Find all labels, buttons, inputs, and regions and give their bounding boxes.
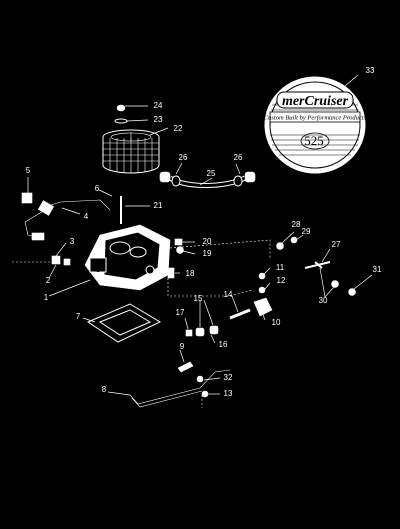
throttle-linkage (129, 361, 231, 408)
vent-hose (159, 171, 256, 188)
callout-8: 8 (102, 385, 107, 394)
callout-15: 15 (194, 294, 203, 303)
callout-33: 33 (366, 66, 375, 75)
callout-27: 27 (332, 240, 341, 249)
callout-24: 24 (154, 101, 163, 110)
linkage-pieces (185, 325, 219, 337)
callout-5: 5 (26, 166, 31, 175)
leader-lines (27, 74, 373, 396)
callout-17: 17 (176, 308, 185, 317)
callout-16: 16 (219, 340, 228, 349)
callout-22: 22 (174, 124, 183, 133)
decal-tagline: Custom Built by Performance Products (264, 115, 367, 122)
gasket (86, 303, 162, 343)
callout-13: 13 (224, 389, 233, 398)
fitting (51, 255, 61, 265)
callouts: 24 23 22 33 26 26 25 5 6 4 21 3 2 1 20 1… (26, 66, 382, 398)
carburetor (84, 224, 171, 291)
fitting (167, 267, 175, 279)
adjusting-rod (276, 236, 356, 296)
callout-26-right: 26 (234, 153, 243, 162)
callout-2: 2 (46, 276, 51, 285)
air-cleaner (102, 104, 160, 174)
callout-23: 23 (154, 115, 163, 124)
mercruiser-decal: merCruiser Custom Built by Performance P… (264, 76, 367, 174)
callout-9: 9 (180, 342, 185, 351)
callout-21: 21 (154, 201, 163, 210)
callout-14: 14 (224, 290, 233, 299)
decal-model: 525 (304, 133, 324, 148)
callout-31: 31 (373, 265, 382, 274)
callout-1: 1 (44, 293, 49, 302)
callout-26-left: 26 (179, 153, 188, 162)
decal-brand: merCruiser (282, 94, 349, 109)
fuel-line (21, 192, 111, 241)
fitting (176, 246, 184, 254)
callout-25: 25 (207, 169, 216, 178)
callout-3: 3 (70, 237, 75, 246)
callout-28: 28 (292, 220, 301, 229)
throttle-bracket (229, 272, 273, 320)
callout-29: 29 (302, 227, 311, 236)
callout-20: 20 (203, 237, 212, 246)
assembly-lines (12, 239, 271, 408)
callout-6: 6 (95, 184, 100, 193)
callout-12: 12 (277, 276, 286, 285)
fitting (63, 258, 71, 266)
callout-30: 30 (319, 296, 328, 305)
fitting (174, 238, 183, 246)
callout-18: 18 (186, 269, 195, 278)
callout-19: 19 (203, 249, 212, 258)
callout-10: 10 (272, 318, 281, 327)
callout-4: 4 (84, 212, 89, 221)
callout-32: 32 (224, 373, 233, 382)
callout-7: 7 (76, 312, 81, 321)
callout-11: 11 (276, 263, 285, 272)
